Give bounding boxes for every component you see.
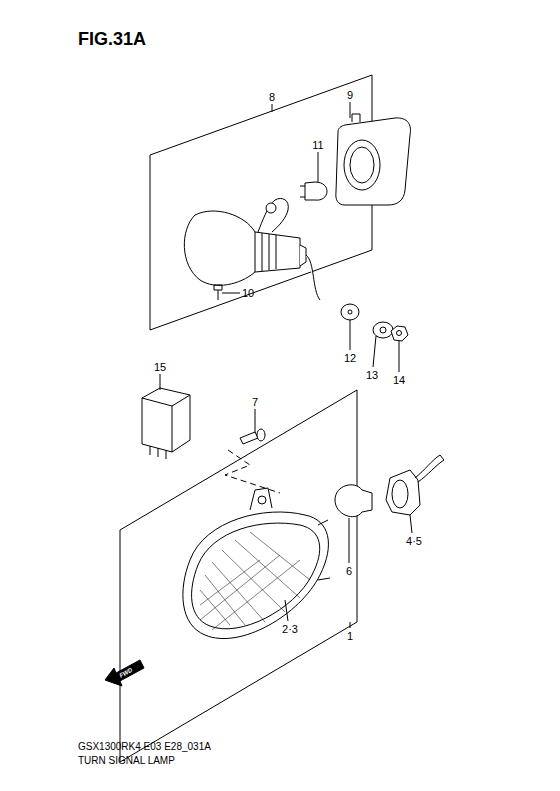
lens-housing (336, 114, 411, 205)
callout-number: 9 (347, 89, 353, 101)
callout-number: 8 (269, 91, 275, 103)
lens-pattern (200, 532, 310, 630)
assembly-line (225, 450, 280, 493)
washer (341, 304, 393, 338)
callout-number: 11 (312, 139, 323, 151)
callout-number: 14 (393, 374, 405, 386)
callout-number: 15 (154, 361, 166, 373)
fwd-arrow (105, 660, 144, 686)
callout-number: 10 (242, 287, 254, 299)
bolt (214, 285, 222, 300)
relay (142, 388, 190, 459)
bulb (300, 182, 327, 200)
figure-title: FIG.31A (78, 30, 146, 50)
front-lens (183, 488, 330, 639)
drawing-code: GSX1300RK4 E03 E28_031A (78, 741, 211, 752)
screw (240, 429, 265, 444)
bulb (335, 485, 372, 517)
turn-signal-body (184, 198, 320, 300)
callout-number: 4·5 (406, 535, 422, 547)
callout-number: 13 (366, 369, 378, 381)
leader-line (160, 102, 412, 628)
callout-number: 1 (347, 630, 353, 642)
callout-number: 2·3 (282, 623, 298, 635)
nut (391, 326, 408, 341)
figure-caption: TURN SIGNAL LAMP (78, 755, 175, 766)
callout-number: 12 (344, 352, 356, 364)
socket (386, 455, 444, 515)
callout-number: 6 (346, 565, 352, 577)
callout-number: 7 (252, 396, 258, 408)
